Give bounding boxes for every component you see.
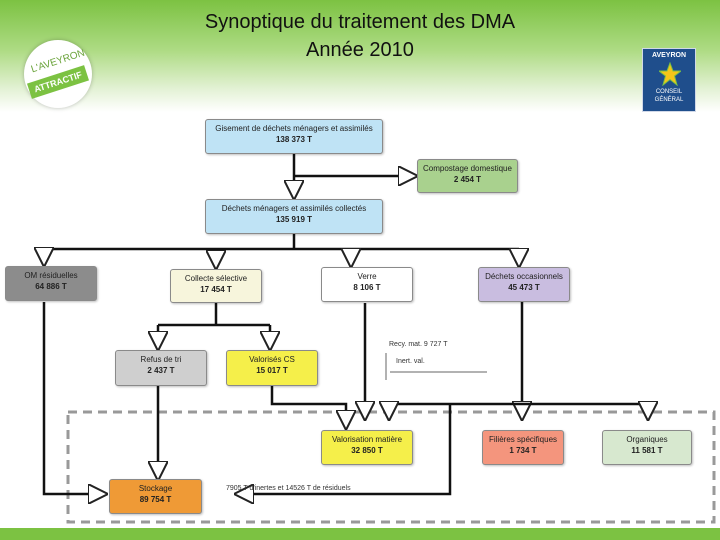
header-banner (0, 0, 720, 112)
node-stockage-value: 89 754 T (139, 495, 172, 504)
node-compostage: Compostage domestique 2 454 T (417, 159, 518, 193)
node-valo-label: Valorisation matière (331, 435, 403, 444)
node-stockage-label: Stockage (138, 484, 173, 493)
conseil-general-logo: AVEYRON CONSEIL GÉNÉRAL (642, 48, 696, 112)
page-title: Synoptique du traitement des DMA Année 2… (0, 8, 720, 64)
node-collecte-selective: Collecte sélective 17 454 T (170, 269, 262, 303)
logo-right-bottom-text: CONSEIL GÉNÉRAL (643, 88, 695, 104)
node-valorisation-matiere: Valorisation matière 32 850 T (321, 430, 413, 465)
node-om-label: OM résiduelles (24, 271, 78, 280)
logo-right-top-text: AVEYRON (651, 52, 687, 59)
logo-right-bottom-line-2: GÉNÉRAL (654, 97, 684, 103)
node-verre-value: 8 106 T (353, 283, 381, 292)
node-dechets-occasionnels: Déchets occasionnels 45 473 T (478, 267, 570, 302)
note-inert-val: Inert. val. (396, 358, 425, 365)
node-om-residuelles: OM résiduelles 64 886 T (5, 266, 97, 301)
node-refus-value: 2 437 T (147, 366, 175, 375)
logo-right-bottom-line-1: CONSEIL (655, 89, 683, 95)
node-cs-value: 17 454 T (200, 285, 232, 294)
node-cs-label: Collecte sélective (184, 274, 248, 283)
node-valo-value: 32 850 T (351, 446, 383, 455)
footer-bar (0, 528, 720, 540)
node-stockage: Stockage 89 754 T (109, 479, 202, 514)
node-gisement-value: 138 373 T (275, 135, 313, 144)
connector-om-stockage (42, 302, 106, 494)
node-gisement: Gisement de déchets ménagers et assimilé… (205, 119, 383, 154)
node-organiques-value: 11 581 T (631, 446, 663, 455)
node-valorises-cs: Valorisés CS 15 017 T (226, 350, 318, 386)
title-line-2: Année 2010 (306, 39, 414, 61)
node-compostage-value: 2 454 T (453, 175, 482, 184)
connector-occas-stockage (236, 404, 452, 494)
node-collectes: Déchets ménagers et assimilés collectés … (205, 199, 383, 234)
node-collectes-label: Déchets ménagers et assimilés collectés (221, 204, 367, 213)
node-organiques-label: Organiques (626, 435, 668, 444)
star-icon (659, 62, 681, 86)
node-filieres-value: 1 734 T (509, 446, 537, 455)
node-organiques: Organiques 11 581 T (602, 430, 692, 465)
node-refus-de-tri: Refus de tri 2 437 T (115, 350, 207, 386)
node-filieres-specifiques: Filières spécifiques 1 734 T (482, 430, 564, 465)
node-om-value: 64 886 T (35, 282, 67, 291)
node-valcs-value: 15 017 T (256, 366, 288, 375)
node-refus-label: Refus de tri (140, 355, 182, 364)
node-filieres-label: Filières spécifiques (488, 435, 558, 444)
node-verre-label: Verre (357, 272, 377, 281)
title-line-1: Synoptique du traitement des DMA (204, 11, 516, 33)
node-gisement-label: Gisement de déchets ménagers et assimilé… (215, 124, 373, 133)
node-valcs-label: Valorisés CS (249, 355, 295, 364)
node-verre: Verre 8 106 T (321, 267, 413, 302)
connector-valcs-valo (270, 386, 346, 428)
note-recy-mat: Recy. mat. 9 727 T (389, 341, 448, 348)
node-occas-value: 45 473 T (508, 283, 540, 292)
aveyron-attractif-logo: L'AVEYRON ATTRACTIF (24, 40, 92, 108)
note-stockage-detail: 7905 T d'inertes et 14526 T de résiduels (226, 485, 351, 492)
node-occas-label: Déchets occasionnels (485, 272, 563, 281)
node-compostage-label: Compostage domestique (423, 164, 512, 173)
node-collectes-value: 135 919 T (275, 215, 313, 224)
